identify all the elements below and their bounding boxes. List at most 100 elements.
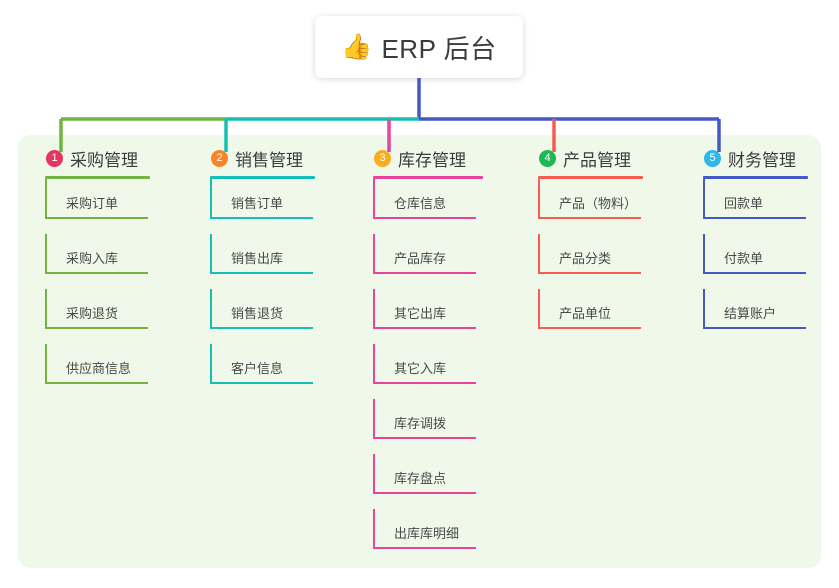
list-item-underline [538, 272, 641, 274]
list-item-underline [373, 382, 476, 384]
column-badge-1: 1 [46, 149, 63, 167]
item-spine [703, 234, 705, 272]
list-item-label: 产品库存 [394, 251, 447, 266]
list-item-label: 销售订单 [231, 196, 284, 211]
column-items: 采购订单采购入库采购退货供应商信息 [40, 179, 205, 399]
list-item[interactable]: 其它出库 [368, 289, 533, 344]
list-item-underline [210, 217, 313, 219]
diagram-panel [18, 135, 821, 568]
list-item-underline [210, 272, 313, 274]
root-node-card[interactable]: 👍 ERP 后台 [315, 16, 523, 78]
column-underline [538, 176, 643, 179]
column-header-1[interactable]: 1 采购管理 [40, 146, 205, 170]
column-items: 仓库信息产品库存其它出库其它入库库存调拨库存盘点出库库明细 [368, 179, 533, 564]
list-item[interactable]: 库存盘点 [368, 454, 533, 509]
list-item-underline [373, 492, 476, 494]
list-item-label: 销售出库 [231, 251, 284, 266]
list-item-label: 产品单位 [559, 306, 612, 321]
list-item[interactable]: 采购入库 [40, 234, 205, 289]
item-spine [373, 509, 375, 547]
item-spine [538, 289, 540, 327]
list-item-label: 其它入库 [394, 361, 447, 376]
column-header-5[interactable]: 5 财务管理 [698, 146, 839, 170]
column-underline [373, 176, 483, 179]
list-item-underline [373, 217, 476, 219]
column-badge-4: 4 [539, 149, 556, 167]
list-item-label: 采购订单 [66, 196, 119, 211]
list-item-label: 客户信息 [231, 361, 284, 376]
list-item[interactable]: 销售出库 [205, 234, 370, 289]
column-header-2[interactable]: 2 销售管理 [205, 146, 370, 170]
list-item-underline [538, 327, 641, 329]
item-spine [45, 234, 47, 272]
list-item[interactable]: 供应商信息 [40, 344, 205, 399]
column-items: 回款单付款单结算账户 [698, 179, 839, 344]
column-title: 销售管理 [235, 150, 303, 170]
list-item-underline [210, 382, 313, 384]
list-item[interactable]: 产品分类 [533, 234, 698, 289]
list-item-underline [373, 272, 476, 274]
list-item[interactable]: 结算账户 [698, 289, 839, 344]
item-spine [373, 399, 375, 437]
item-spine [45, 344, 47, 382]
list-item[interactable]: 客户信息 [205, 344, 370, 399]
list-item-label: 付款单 [724, 251, 764, 266]
item-spine [373, 179, 375, 217]
item-spine [703, 289, 705, 327]
item-spine [45, 289, 47, 327]
list-item-label: 其它出库 [394, 306, 447, 321]
item-spine [210, 179, 212, 217]
list-item[interactable]: 仓库信息 [368, 179, 533, 234]
item-spine [538, 179, 540, 217]
list-item[interactable]: 付款单 [698, 234, 839, 289]
item-spine [210, 289, 212, 327]
item-spine [210, 234, 212, 272]
column-underline [210, 176, 315, 179]
list-item-label: 出库库明细 [394, 526, 460, 541]
list-item[interactable]: 采购退货 [40, 289, 205, 344]
list-item-underline [45, 382, 148, 384]
list-item[interactable]: 出库库明细 [368, 509, 533, 564]
list-item[interactable]: 销售退货 [205, 289, 370, 344]
column-badge-2: 2 [211, 149, 228, 167]
column-title: 产品管理 [563, 150, 631, 170]
list-item[interactable]: 产品库存 [368, 234, 533, 289]
thumbs-up-icon: 👍 [341, 32, 373, 61]
list-item-underline [703, 217, 806, 219]
list-item-underline [45, 217, 148, 219]
list-item-label: 采购入库 [66, 251, 119, 266]
item-spine [373, 344, 375, 382]
list-item-label: 库存盘点 [394, 471, 447, 486]
list-item[interactable]: 产品（物料） [533, 179, 698, 234]
item-spine [373, 289, 375, 327]
item-spine [45, 179, 47, 217]
list-item[interactable]: 其它入库 [368, 344, 533, 399]
list-item-underline [373, 327, 476, 329]
column-header-4[interactable]: 4 产品管理 [533, 146, 698, 170]
list-item-label: 采购退货 [66, 306, 119, 321]
item-spine [703, 179, 705, 217]
list-item-label: 结算账户 [724, 306, 777, 321]
list-item[interactable]: 回款单 [698, 179, 839, 234]
column-badge-5: 5 [704, 149, 721, 167]
list-item-underline [703, 327, 806, 329]
item-spine [210, 344, 212, 382]
list-item[interactable]: 产品单位 [533, 289, 698, 344]
column-underline [703, 176, 808, 179]
column-title: 库存管理 [398, 150, 466, 170]
list-item-label: 仓库信息 [394, 196, 447, 211]
item-spine [373, 454, 375, 492]
list-item[interactable]: 销售订单 [205, 179, 370, 234]
column-title: 财务管理 [728, 150, 796, 170]
list-item[interactable]: 采购订单 [40, 179, 205, 234]
list-item[interactable]: 库存调拨 [368, 399, 533, 454]
list-item-underline [373, 437, 476, 439]
column-财务管理: 5 财务管理回款单付款单结算账户 [698, 146, 839, 344]
list-item-underline [538, 217, 641, 219]
column-采购管理: 1 采购管理采购订单采购入库采购退货供应商信息 [40, 146, 205, 399]
list-item-underline [45, 272, 148, 274]
item-spine [538, 234, 540, 272]
column-title: 采购管理 [70, 150, 138, 170]
